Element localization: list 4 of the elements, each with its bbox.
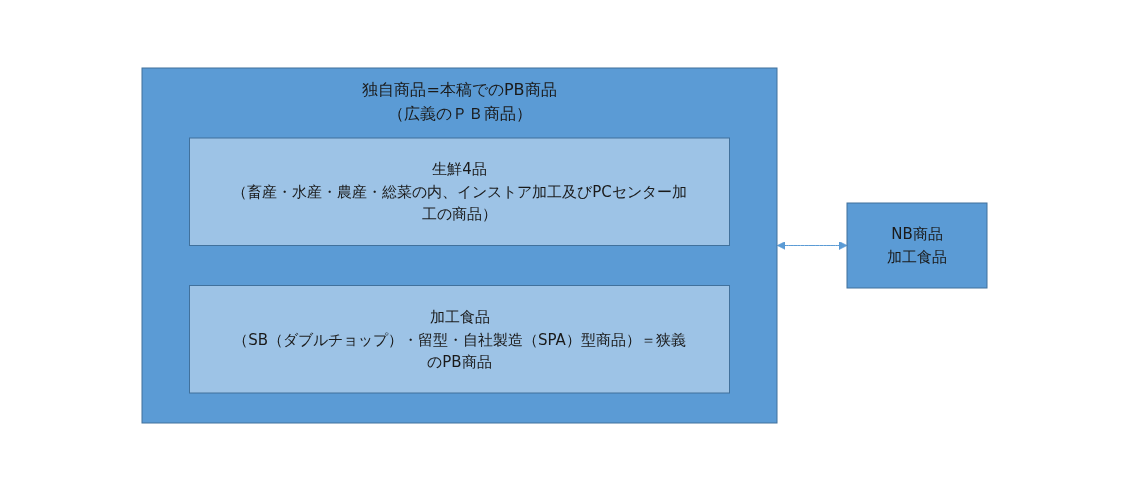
node-box: 生鮮4品 （畜産・水産・農産・総菜の内、インストア加工及びPCセンター加工の商品） [189, 137, 730, 246]
arrow [777, 241, 848, 250]
node-box: NB商品 加工食品 [846, 202, 988, 289]
node-box: 加工食品 （SB（ダブルチョップ）・留型・自社製造（SPA）型商品）＝狭義のPB商品 [189, 285, 730, 394]
